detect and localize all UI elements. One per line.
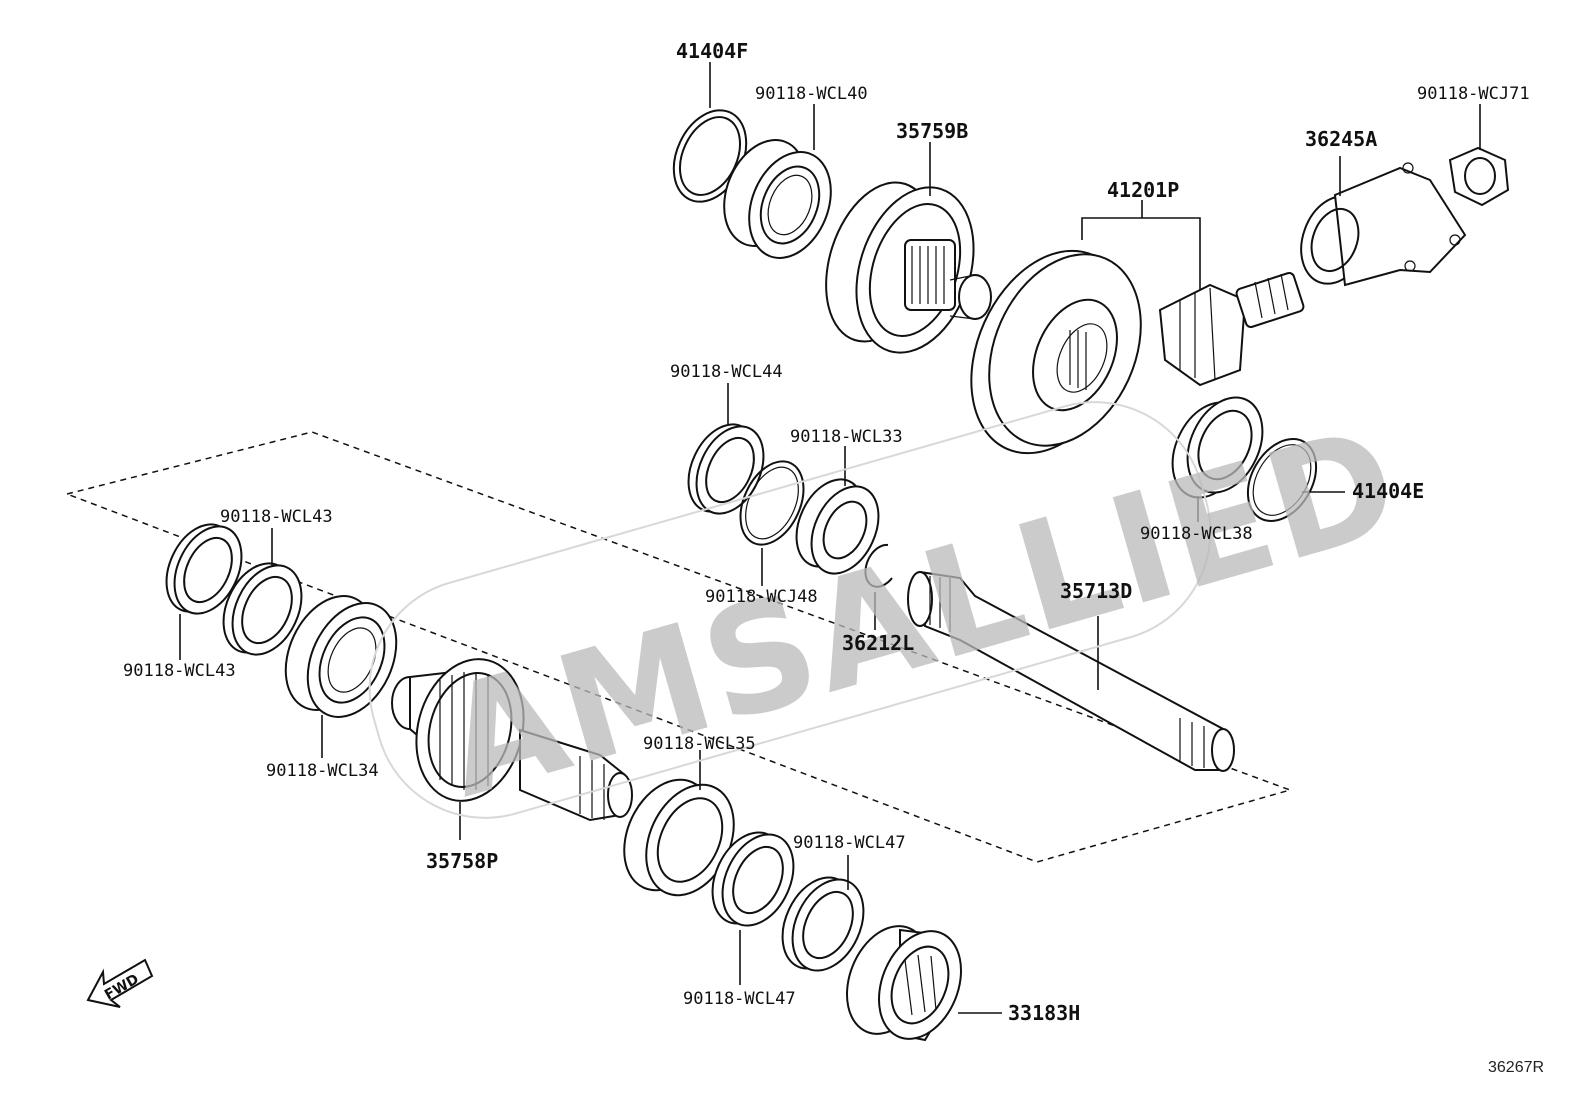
label-90118-WCL35: 90118-WCL35 xyxy=(643,734,756,754)
part-35713D-shaft[interactable] xyxy=(907,570,1235,772)
label-36212L: 36212L xyxy=(842,631,914,655)
label-41404E: 41404E xyxy=(1352,479,1424,503)
part-90118-WCL40-bearing[interactable] xyxy=(709,104,846,270)
part-90118-WCL43-seal-left[interactable] xyxy=(153,514,254,660)
label-90118-WCL38: 90118-WCL38 xyxy=(1140,524,1253,544)
part-90118-WCL43-seal-right[interactable] xyxy=(210,528,315,666)
label-35758P: 35758P xyxy=(426,849,498,873)
part-90118-WCL33-bearing[interactable] xyxy=(783,446,891,584)
label-90118-WCL47-left: 90118-WCL47 xyxy=(683,989,796,1009)
dashed-assembly-outline xyxy=(64,431,1293,863)
part-90118-WCL34-bearing[interactable] xyxy=(268,582,413,758)
label-41404F: 41404F xyxy=(676,39,748,63)
label-41201P: 41201P xyxy=(1107,178,1179,202)
label-90118-WCJ71: 90118-WCJ71 xyxy=(1417,84,1530,104)
label-90118-WCL43-top: 90118-WCL43 xyxy=(220,507,333,527)
part-35759B-gear[interactable] xyxy=(807,142,993,368)
label-35713D: 35713D xyxy=(1060,579,1132,603)
label-35759B: 35759B xyxy=(896,119,968,143)
label-90118-WCL40: 90118-WCL40 xyxy=(755,84,868,104)
part-36245A-flange[interactable] xyxy=(1290,156,1467,293)
part-90118-WCL47-seal-left[interactable] xyxy=(699,821,808,985)
label-90118-WCJ48: 90118-WCJ48 xyxy=(705,587,818,607)
part-41201P-ring-gear-set[interactable] xyxy=(941,200,1305,478)
fwd-arrow-icon: FWD xyxy=(86,958,154,1008)
label-90118-WCL34: 90118-WCL34 xyxy=(266,761,379,781)
label-90118-WCL43-bottom: 90118-WCL43 xyxy=(123,661,236,681)
label-36245A: 36245A xyxy=(1305,127,1377,151)
watermark-text: AMSALLIED xyxy=(426,394,1417,832)
label-90118-WCL47-right: 90118-WCL47 xyxy=(793,833,906,853)
part-41404E-snap-ring[interactable] xyxy=(1234,427,1345,533)
part-90118-WCL44-seal[interactable] xyxy=(675,383,776,524)
figure-number: 36267R xyxy=(1488,1059,1544,1076)
part-41404F-snap-ring[interactable] xyxy=(660,62,760,213)
part-90118-WCL38-bearing[interactable] xyxy=(1158,385,1277,522)
part-90118-WCJ71-nut[interactable] xyxy=(1448,104,1510,207)
label-33183H: 33183H xyxy=(1008,1001,1080,1025)
part-90118-WCL35-bearing[interactable] xyxy=(607,750,751,909)
label-90118-WCL33: 90118-WCL33 xyxy=(790,427,903,447)
part-33183H-needle-bearing[interactable] xyxy=(832,914,1002,1051)
part-90118-WCL47-seal-right[interactable] xyxy=(769,855,878,982)
label-90118-WCL44: 90118-WCL44 xyxy=(670,362,783,382)
part-35758P-gear-shaft[interactable] xyxy=(391,647,633,840)
part-36212L-snap-ring[interactable] xyxy=(864,543,893,630)
part-90118-WCJ48-snap-ring[interactable] xyxy=(728,451,816,586)
